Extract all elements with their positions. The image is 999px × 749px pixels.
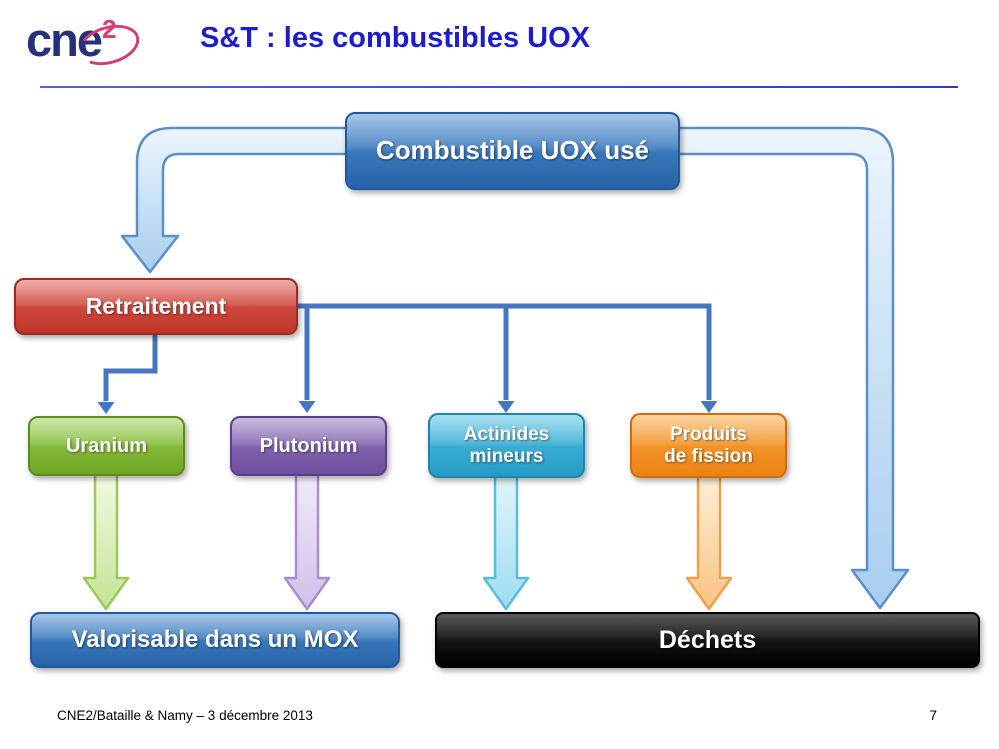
arrowhead-actinides bbox=[497, 401, 515, 413]
connector-retraitement-to-uranium bbox=[103, 332, 158, 401]
node-valorisable-mox: Valorisable dans un MOX bbox=[30, 612, 400, 668]
node-combustible-uox-use: Combustible UOX usé bbox=[345, 112, 680, 190]
arrow-actinides-to-dechets bbox=[482, 468, 530, 611]
arrow-produits-to-dechets bbox=[685, 468, 733, 611]
arrow-uox-to-dechets bbox=[673, 126, 910, 610]
arrowhead-produits bbox=[700, 401, 718, 413]
node-produits-de-fission: Produits de fission bbox=[630, 413, 787, 478]
title-underline bbox=[40, 86, 958, 88]
slide-title: S&T : les combustibles UOX bbox=[200, 22, 590, 54]
arrowhead-uranium bbox=[97, 402, 115, 414]
arrowhead-plutonium bbox=[298, 401, 316, 413]
arrow-uranium-to-mox bbox=[82, 468, 130, 611]
node-actinides-mineurs: Actinides mineurs bbox=[428, 413, 585, 478]
page-number: 7 bbox=[929, 708, 937, 723]
node-plutonium: Plutonium bbox=[230, 416, 387, 476]
connector-retraitement-horizontal bbox=[290, 303, 712, 400]
arrow-plutonium-to-mox bbox=[283, 468, 331, 611]
logo-superscript: 2 bbox=[102, 14, 117, 44]
node-retraitement: Retraitement bbox=[14, 278, 298, 335]
cne-logo: cne2 bbox=[26, 12, 156, 78]
node-uranium: Uranium bbox=[28, 416, 185, 476]
node-dechets: Déchets bbox=[435, 612, 980, 668]
footer-credit: CNE2/Bataille & Namy – 3 décembre 2013 bbox=[57, 708, 313, 723]
logo-text: cne bbox=[26, 13, 103, 66]
arrow-uox-to-retraitement bbox=[120, 126, 352, 274]
